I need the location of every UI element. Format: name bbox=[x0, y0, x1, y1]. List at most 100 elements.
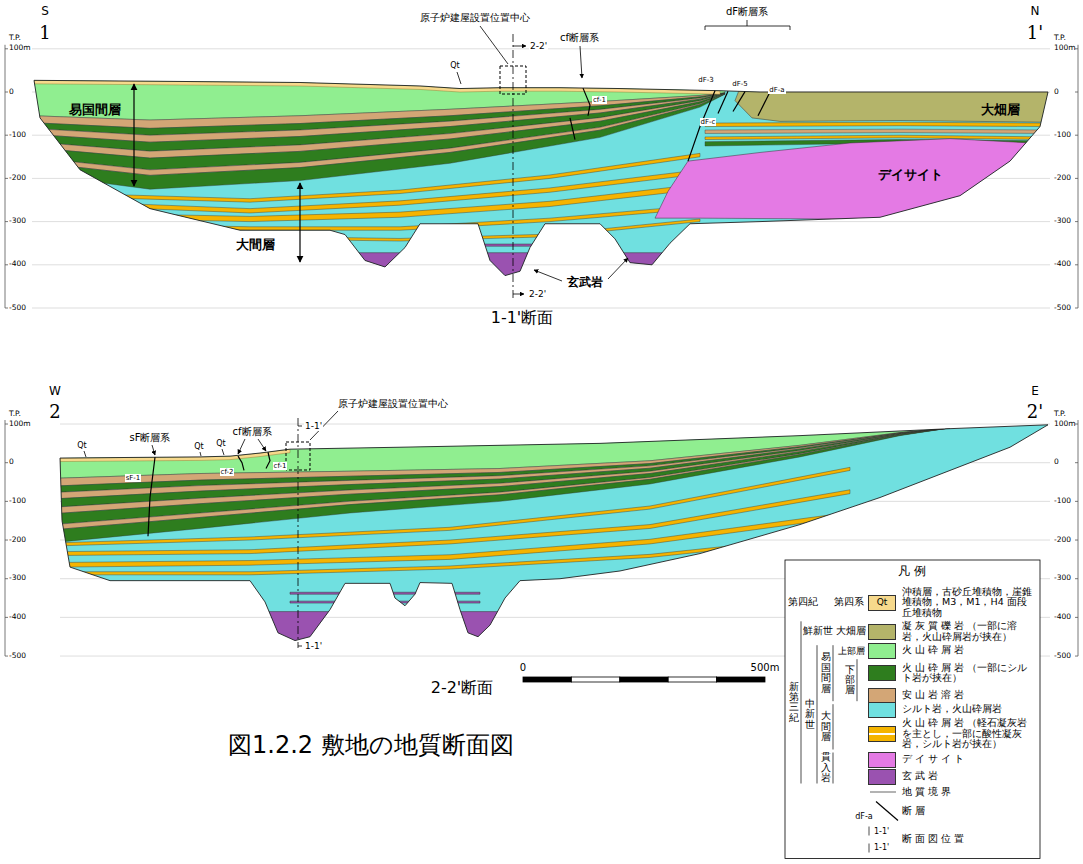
axis-tick bbox=[1075, 92, 1078, 93]
rock-layer bbox=[34, 219, 700, 241]
axis-label: 100m bbox=[1054, 420, 1076, 429]
axis-label: -500 bbox=[9, 652, 26, 661]
legend-group-label: 第四紀 bbox=[788, 597, 818, 608]
axis-tick bbox=[5, 264, 8, 265]
axis-line bbox=[5, 45, 6, 308]
legend-text: 沖積層，古砂丘堆積物，崖錐堆積物，M3，M1，H4 面段丘堆積物 bbox=[902, 587, 1036, 618]
legend-group-label: 第四系 bbox=[834, 597, 864, 608]
fault-line bbox=[733, 92, 745, 112]
axis-tick bbox=[1075, 578, 1078, 579]
quaternary-deposit bbox=[60, 449, 290, 461]
legend-group-label: 凡 例 bbox=[898, 565, 926, 579]
section-label: cf断層系 bbox=[560, 32, 599, 44]
axis-label: 100m bbox=[9, 420, 31, 429]
section-label: 1-1'断面 bbox=[490, 309, 555, 327]
section-outline bbox=[34, 80, 1048, 275]
axis-tick bbox=[5, 540, 8, 541]
axis-tick bbox=[5, 135, 8, 136]
legend-text: デ イ サ イ ト bbox=[902, 754, 1036, 764]
axis-line bbox=[1078, 45, 1079, 308]
leader-line bbox=[238, 439, 245, 454]
legend-swatch bbox=[868, 624, 896, 640]
section-label: 原子炉建屋設置位置中心 bbox=[420, 12, 530, 24]
section-label: Qt bbox=[194, 442, 203, 451]
axis-tick bbox=[1075, 308, 1078, 309]
legend-text: 火 山 砕 屑 岩 （軽石凝灰岩を主とし，一部に酸性凝灰岩，シルト岩が挟在） bbox=[902, 718, 1036, 749]
section-label: Qt bbox=[450, 61, 459, 70]
annotations bbox=[84, 20, 790, 682]
leader-line bbox=[608, 258, 628, 279]
legend-text: 玄 武 岩 bbox=[902, 771, 1036, 781]
legend-text: 火 山 砕 屑 岩 （一部にシルト岩が挟在） bbox=[902, 663, 1036, 684]
fault-line bbox=[570, 118, 575, 140]
axis-tick bbox=[1075, 617, 1078, 618]
rock-layer bbox=[60, 490, 850, 556]
bracket bbox=[747, 20, 748, 26]
bracket bbox=[705, 26, 790, 30]
axis-label: 100m bbox=[1054, 44, 1076, 53]
fault-name: dF-c bbox=[700, 118, 717, 126]
legend-swatch bbox=[868, 752, 896, 768]
axis-tick bbox=[5, 221, 8, 222]
axis-line bbox=[1078, 420, 1079, 656]
section-marker-arrow bbox=[513, 46, 526, 47]
legend-group-label: 鮮新世 bbox=[803, 626, 833, 637]
axis-tick bbox=[1075, 462, 1078, 463]
section-label: Qt bbox=[77, 441, 86, 450]
formation-label: 大畑層 bbox=[981, 103, 1020, 118]
fault-name: cf-1 bbox=[273, 462, 288, 470]
axis-tick bbox=[5, 617, 8, 618]
axis-label: T.P. bbox=[9, 34, 21, 43]
fault-name: sF-1 bbox=[125, 474, 142, 482]
axis-label: T.P. bbox=[9, 410, 21, 419]
legend-group-label: 新第三紀 bbox=[789, 682, 799, 724]
fault-line bbox=[266, 452, 270, 468]
legend-group-label: 中新世 bbox=[805, 699, 815, 730]
axis-label: -100 bbox=[1054, 497, 1071, 506]
rock-layer bbox=[60, 467, 850, 546]
axis-label: -400 bbox=[1054, 260, 1071, 269]
section-label: cf断層系 bbox=[232, 426, 271, 438]
legend-group-label: 貫入岩 bbox=[821, 752, 831, 783]
legend-group-label: 易国間層 bbox=[821, 652, 831, 694]
legend-text: 安 山 岩 溶 岩 bbox=[902, 690, 1036, 700]
leader-line bbox=[200, 452, 201, 456]
axis-label: T.P. bbox=[1054, 34, 1066, 43]
axis-label: -500 bbox=[1054, 304, 1071, 313]
axis-label: -200 bbox=[9, 174, 26, 183]
legend-bracket bbox=[817, 645, 818, 783]
fault-name: cf-1 bbox=[592, 96, 607, 104]
axis-tick bbox=[5, 424, 8, 425]
legend-box bbox=[785, 560, 1040, 859]
legend-bracket bbox=[833, 704, 834, 749]
axis-label: 0 bbox=[1054, 88, 1059, 97]
axis-label: -100 bbox=[9, 497, 26, 506]
legend-swatch bbox=[868, 769, 896, 785]
section-position-line bbox=[513, 34, 514, 300]
section-label: 500m bbox=[751, 662, 780, 674]
section-label: 2 bbox=[49, 402, 60, 423]
rock-layer bbox=[60, 512, 850, 567]
fault-name: cf-2 bbox=[220, 468, 235, 476]
fault-line bbox=[583, 88, 590, 116]
formation-label: 玄武岩 bbox=[567, 276, 603, 290]
formation-label: 易国間層 bbox=[69, 103, 121, 118]
axis-label: 0 bbox=[9, 458, 14, 467]
section-1 bbox=[34, 0, 1048, 351]
legend-swatch bbox=[868, 726, 896, 742]
axis-line bbox=[5, 420, 6, 656]
legend-bracket bbox=[801, 621, 802, 783]
thickness-arrow bbox=[299, 183, 300, 262]
section-label: 1 bbox=[39, 23, 50, 44]
axis-label: -500 bbox=[1054, 652, 1071, 661]
legend-swatch bbox=[868, 643, 896, 659]
leader-line bbox=[258, 439, 266, 451]
fault-sample bbox=[876, 802, 898, 821]
legend-bracket bbox=[833, 753, 834, 784]
grid-line bbox=[60, 424, 1050, 425]
scale-bar-segment bbox=[620, 677, 668, 682]
legend-group-label: 1-1' bbox=[874, 843, 889, 852]
rock-layer bbox=[60, 428, 950, 529]
legend-group-label: Qt bbox=[877, 597, 888, 607]
